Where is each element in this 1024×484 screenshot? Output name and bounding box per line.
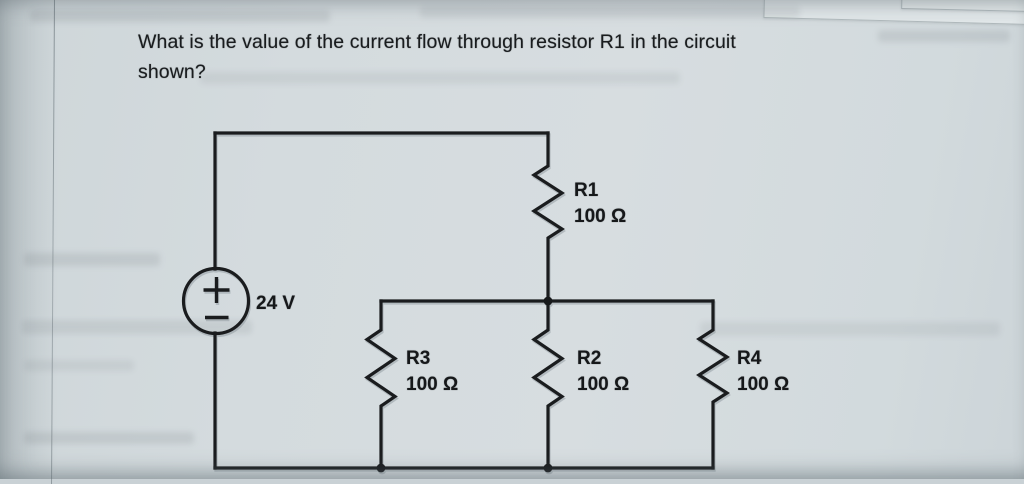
bleedthrough-smudge [878,30,1010,42]
bleedthrough-smudge [700,322,1000,336]
resistor-label-r1: R1 100 Ω [574,178,626,230]
junction-dot [543,296,553,306]
question-line-2: shown? [138,60,206,83]
plus-polarity-icon [203,277,230,303]
resistor-r2-symbol [531,299,565,470]
resistor-r4-symbol [696,299,730,470]
resistor-label-r3: R3 100 Ω [406,346,458,398]
bleedthrough-smudge [24,432,194,444]
voltage-source-label: 24 V [256,293,296,314]
resistor-name: R3 [406,348,431,369]
question-text: What is the value of the current flow th… [138,28,736,87]
bleedthrough-smudge [24,360,134,371]
resistor-name: R2 [577,348,602,369]
bleedthrough-smudge [420,6,800,18]
resistor-name: R1 [574,180,599,201]
bleedthrough-smudge [24,253,160,266]
bleedthrough-smudge [200,72,680,84]
resistor-value: 100 Ω [406,374,459,395]
page-left-shading [0,0,58,479]
voltage-source-icon [181,266,251,336]
question-line-1: What is the value of the current flow th… [138,31,736,53]
resistor-label-r2: R2 100 Ω [577,346,629,398]
junction-dot [543,463,553,473]
resistor-name: R4 [737,348,762,369]
resistor-label-r4: R4 100 Ω [737,346,789,398]
bleedthrough-smudge [30,10,330,22]
resistor-r3-symbol [364,299,398,470]
resistor-value: 100 Ω [574,206,627,227]
junction-dot [376,463,386,473]
resistor-value: 100 Ω [737,374,790,395]
resistor-value: 100 Ω [577,374,630,395]
resistor-r1-symbol [531,131,565,303]
